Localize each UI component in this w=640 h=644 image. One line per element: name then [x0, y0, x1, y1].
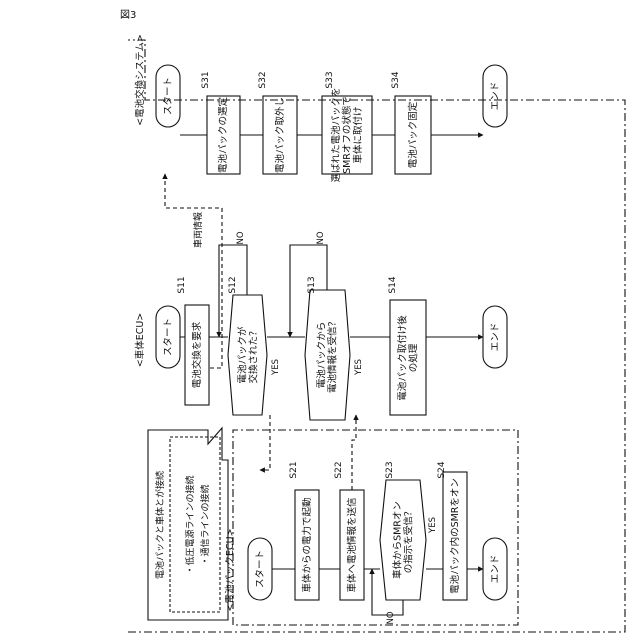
s24-label: 電池パック内のSMRをオン: [449, 478, 461, 594]
connection-message: [260, 415, 270, 470]
s14-label: 電池パック取付け後の処理: [397, 315, 420, 401]
s23-label: 車体からSMRオンの指示を受信？: [392, 501, 415, 579]
s23-no-label: NO: [386, 611, 396, 624]
s24-id: S24: [437, 461, 447, 478]
s13-id: S13: [307, 276, 317, 293]
s14-id: S14: [388, 276, 398, 293]
s11-label: 電池交換を要求: [191, 321, 203, 388]
s13-no-label: NO: [316, 231, 326, 244]
s23-id: S23: [385, 461, 395, 478]
s12-label: 電池パックが交換された？: [237, 326, 260, 384]
system-start-label: スタート: [163, 77, 174, 115]
s32-id: S32: [258, 71, 268, 88]
pack-start-label: スタート: [255, 550, 266, 588]
pack-to-vehicle-message: [352, 415, 356, 490]
s33-label: 選ばれた電池パックをSMRオフの状態で車体に取付け: [330, 87, 364, 182]
s22-id: S22: [334, 461, 344, 478]
figure-label: 図3: [120, 6, 136, 21]
callout-item-2: ・通信ラインの接続: [199, 484, 211, 565]
s34-label: 電池パック固定: [407, 101, 419, 168]
s31-label: 電池パックの選定: [217, 97, 229, 174]
vehicle-end-label: エンド: [490, 323, 501, 352]
s34-id: S34: [391, 71, 401, 88]
section-vehicle-label: <車体ECU>: [134, 313, 146, 368]
vehicle-start-label: スタート: [163, 318, 174, 356]
s12-yes-label: YES: [271, 359, 281, 376]
pack-frame: [233, 430, 518, 625]
s12-no-label: NO: [236, 231, 246, 244]
s32-label: 電池パック取外し: [274, 97, 286, 173]
s21-id: S21: [289, 461, 299, 478]
s13-label: 電池パックから電池情報を受信？: [316, 317, 339, 393]
section-pack-label: <電池パックECU>: [224, 528, 236, 611]
labels-layer: <電池交換システム><車体ECU><電池パックECU>スタートエンド電池パックの…: [134, 34, 501, 624]
s31-id: S31: [201, 71, 211, 88]
s33-id: S33: [325, 71, 335, 88]
s22-label: 車体へ電池情報を送信: [346, 497, 358, 592]
callout-title: 電池パックと車体とが接続: [154, 471, 166, 579]
s11-id: S11: [177, 276, 187, 293]
vehicle-info-label: 車両情報: [192, 212, 204, 248]
s13-yes-label: YES: [354, 359, 364, 376]
pack-end-label: エンド: [490, 555, 501, 584]
system-end-label: エンド: [490, 82, 501, 111]
section-system-label: <電池交換システム>: [134, 34, 146, 126]
s21-label: 車体からの電力で起動: [301, 497, 313, 592]
s12-id: S12: [228, 276, 238, 293]
callout-item-1: ・低圧電源ラインの接続: [184, 475, 196, 574]
s23-yes-label: YES: [428, 517, 438, 534]
